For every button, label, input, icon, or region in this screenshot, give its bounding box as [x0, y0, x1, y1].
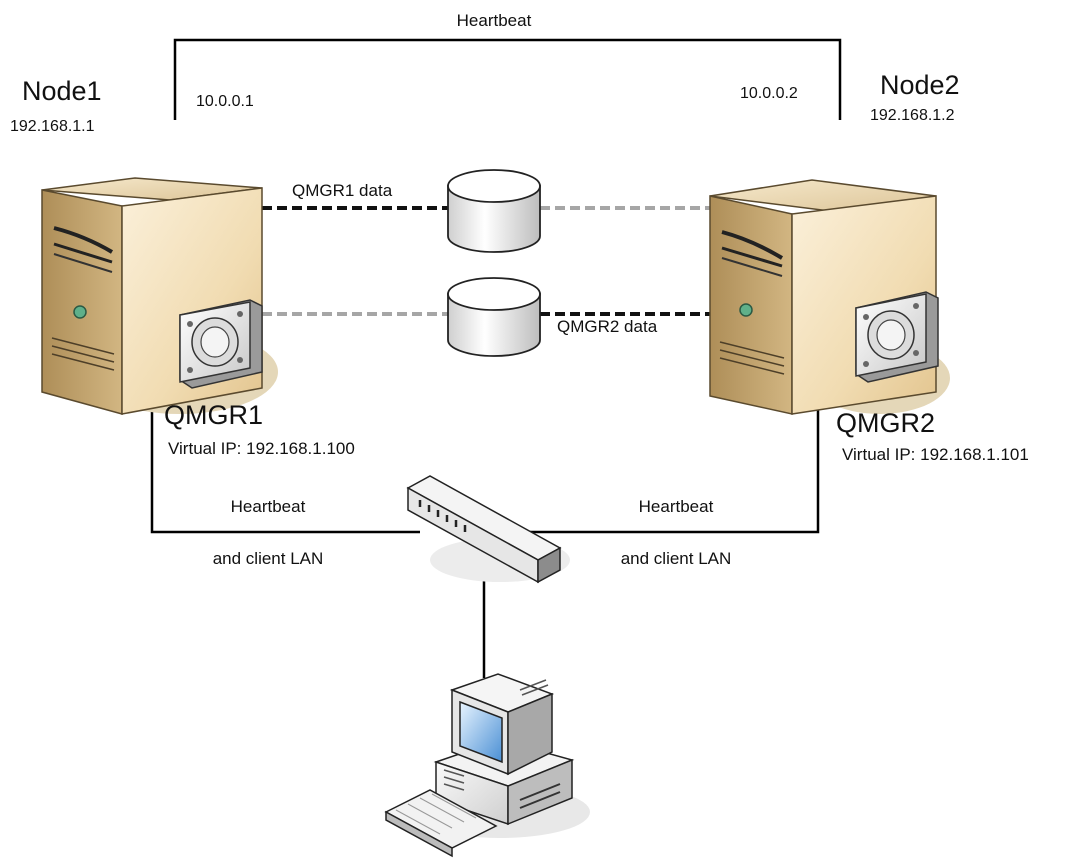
qmgr1-virtual-ip: Virtual IP: 192.168.1.100	[168, 439, 355, 458]
heartbeat-link-top	[173, 38, 842, 120]
node1-heartbeat-ip: 10.0.0.1	[196, 93, 254, 110]
keyboard-icon	[384, 789, 498, 858]
qmgr2-queue-manager-icon	[855, 291, 939, 383]
lan-right-line2: and client LAN	[621, 549, 732, 568]
qmgr2-disk-icon	[447, 277, 541, 357]
qmgr1-label: QMGR1	[164, 400, 263, 430]
node1-ip: 192.168.1.1	[10, 118, 95, 135]
lan-left-line1: Heartbeat	[231, 497, 306, 516]
qmgr2-data-label: QMGR2 data	[557, 317, 658, 336]
client-workstation-icon	[410, 673, 590, 838]
qmgr2-label: QMGR2	[836, 408, 935, 438]
node1-name: Node1	[22, 76, 102, 106]
heartbeat-top-label: Heartbeat	[457, 11, 532, 30]
qmgr1-data-label: QMGR1 data	[292, 181, 393, 200]
node2-ip: 192.168.1.2	[870, 107, 955, 124]
node2-name: Node2	[880, 70, 960, 100]
qmgr1-queue-manager-icon	[179, 299, 263, 389]
qmgr2-virtual-ip: Virtual IP: 192.168.1.101	[842, 445, 1029, 464]
lan-right-line1: Heartbeat	[639, 497, 714, 516]
network-switch-icon	[406, 475, 570, 584]
qmgr1-disk-icon	[447, 169, 541, 253]
lan-link-left	[150, 410, 420, 534]
lan-left-line2: and client LAN	[213, 549, 324, 568]
node2-heartbeat-ip: 10.0.0.2	[740, 85, 798, 102]
node1-server-icon	[41, 177, 278, 415]
lan-link-right	[520, 405, 820, 534]
